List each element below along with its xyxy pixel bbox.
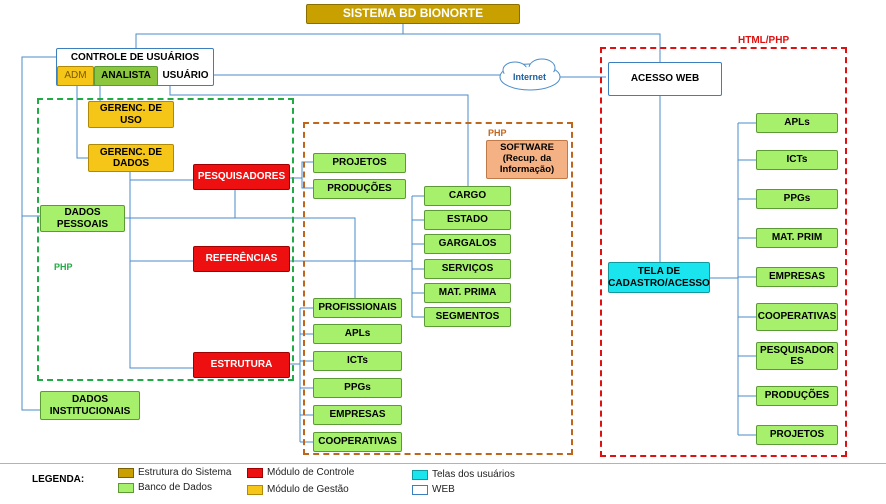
legend-swatch-banco (118, 483, 134, 493)
legend-swatch-telas (412, 470, 428, 480)
php-left-frame (37, 98, 294, 381)
db-ppgs[interactable]: PPGs (313, 378, 402, 398)
db-producoes[interactable]: PRODUÇÕES (313, 179, 406, 199)
gerenc-uso-box[interactable]: GERENC. DE USO (88, 101, 174, 128)
user-control-title: CONTROLE DE USUÁRIOS (70, 52, 200, 63)
legend-swatch-web (412, 485, 428, 495)
db-gargalos[interactable]: GARGALOS (424, 234, 511, 254)
role-analista[interactable]: ANALISTA (94, 66, 158, 86)
legend-label-telas: Telas dos usuários (432, 469, 515, 480)
db-cooperativas[interactable]: COOPERATIVAS (313, 432, 402, 452)
db-profissionais[interactable]: PROFISSIONAIS (313, 298, 402, 318)
php-center-label: PHP (488, 128, 507, 138)
module-estrutura[interactable]: ESTRUTURA (193, 352, 290, 378)
legend-swatch-controle (247, 468, 263, 478)
screen-projetos[interactable]: PROJETOS (756, 425, 838, 445)
html-php-label: HTML/PHP (738, 35, 790, 46)
legend-label-gestao: Módulo de Gestão (267, 484, 349, 495)
php-left-label: PHP (54, 262, 73, 272)
legend-title: LEGENDA: (32, 474, 85, 485)
software-box[interactable]: SOFTWARE (Recup. da Informação) (486, 140, 568, 179)
db-mat-prima[interactable]: MAT. PRIMA (424, 283, 511, 303)
db-empresas[interactable]: EMPRESAS (313, 405, 402, 425)
system-title: SISTEMA BD BIONORTE (306, 4, 520, 24)
legend-divider (0, 463, 886, 464)
role-adm[interactable]: ADM (57, 66, 94, 86)
internet-label: Internet (513, 72, 547, 82)
web-access-box[interactable]: ACESSO WEB (608, 62, 722, 96)
role-usuario[interactable]: USUÁRIO (162, 70, 209, 82)
dados-institucionais-box[interactable]: DADOS INSTITUCIONAIS (40, 391, 140, 420)
legend-label-estrutura: Estrutura do Sistema (138, 467, 232, 478)
module-pesquisadores[interactable]: PESQUISADORES (193, 164, 290, 190)
module-referencias[interactable]: REFERÊNCIAS (193, 246, 290, 272)
legend-label-banco: Banco de Dados (138, 482, 212, 493)
db-icts[interactable]: ICTs (313, 351, 402, 371)
db-estado[interactable]: ESTADO (424, 210, 511, 230)
db-cargo[interactable]: CARGO (424, 186, 511, 206)
db-apls[interactable]: APLs (313, 324, 402, 344)
tela-cadastro-box[interactable]: TELA DE CADASTRO/ACESSO (608, 262, 710, 293)
legend-label-web: WEB (432, 484, 455, 495)
screen-ppgs[interactable]: PPGs (756, 189, 838, 209)
screen-pesquisadores[interactable]: PESQUISADORES (756, 342, 838, 370)
legend-label-controle: Módulo de Controle (267, 467, 355, 478)
php-center-frame (303, 122, 573, 455)
internet-cloud-icon (499, 58, 561, 91)
screen-empresas[interactable]: EMPRESAS (756, 267, 838, 287)
legend-swatch-gestao (247, 485, 263, 495)
gerenc-dados-box[interactable]: GERENC. DE DADOS (88, 144, 174, 172)
db-servicos[interactable]: SERVIÇOS (424, 259, 511, 279)
screen-apls[interactable]: APLs (756, 113, 838, 133)
screen-cooperativas[interactable]: COOPERATIVAS (756, 303, 838, 331)
db-segmentos[interactable]: SEGMENTOS (424, 307, 511, 327)
html-php-frame (600, 47, 847, 457)
legend-swatch-estrutura (118, 468, 134, 478)
screen-icts[interactable]: ICTs (756, 150, 838, 170)
db-projetos[interactable]: PROJETOS (313, 153, 406, 173)
screen-mat-prim[interactable]: MAT. PRIM (756, 228, 838, 248)
dados-pessoais-box[interactable]: DADOS PESSOAIS (40, 205, 125, 232)
screen-producoes[interactable]: PRODUÇÕES (756, 386, 838, 406)
